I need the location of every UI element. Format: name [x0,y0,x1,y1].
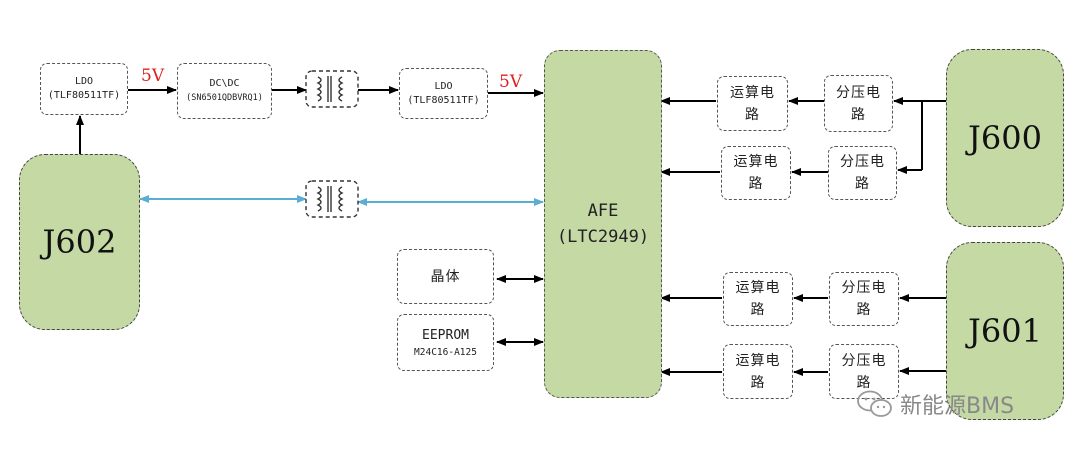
divider-label: 路 [851,106,866,123]
dcdc-block: DC\DC (SN6501QDBVRQ1) [177,63,272,119]
ldo-label: LDO [434,80,453,92]
divider-label: 分压电 [840,154,885,170]
opamp-label: 路 [750,302,766,318]
opamp-block: 运算电 路 [723,272,793,326]
divider-label: 路 [856,374,872,391]
opamp-label: 路 [750,374,766,391]
dcdc-label: DC\DC [209,78,240,89]
eeprom-part-number: M24C16-A125 [414,346,477,358]
watermark: 新能源BMS [856,388,1014,420]
divider-label: 分压电 [841,280,887,296]
opamp-label: 运算电 [730,84,775,101]
ldo-label: LDO [74,76,94,87]
watermark-text: 新能源BMS [900,394,1015,419]
connector-j602: J602 [19,154,140,330]
opamp-label: 运算电 [735,352,781,369]
wechat-icon [857,390,892,417]
divider-block: 分压电 路 [829,344,899,399]
divider-label: 路 [856,302,872,318]
divider-block: 分压电 路 [824,75,893,132]
opamp-label: 运算电 [735,280,781,296]
eeprom-block: EEPROM M24C16-A125 [397,314,494,371]
connector-label: J600 [968,119,1042,157]
connector-label: J601 [968,312,1042,350]
afe-part-number: (LTC2949) [556,227,650,247]
transformer-icon [305,180,359,218]
afe-block: AFE (LTC2949) [544,50,662,398]
ldo-part-number: (TLF80511TF) [47,90,121,101]
dcdc-part-number: (SN6501QDBVRQ1) [186,93,263,103]
voltage-label: 5V [499,72,523,92]
transformer-icon [305,70,359,108]
voltage-label: 5V [141,66,165,86]
divider-label: 分压电 [836,84,881,101]
eeprom-label: EEPROM [422,327,469,343]
divider-label: 分压电 [841,352,887,369]
opamp-block: 运算电 路 [723,344,793,399]
opamp-label: 路 [745,106,760,123]
crystal-block: 晶体 [397,249,494,304]
ldo-block: LDO (TLF80511TF) [399,68,488,119]
crystal-label: 晶体 [430,268,461,285]
connector-j600: J600 [946,49,1064,227]
opamp-label: 运算电 [733,154,779,170]
connector-j601: J601 [946,242,1064,420]
opamp-label: 路 [748,176,764,192]
opamp-block: 运算电 路 [717,76,788,131]
divider-block: 分压电 路 [828,146,897,200]
opamp-block: 运算电 路 [721,146,791,200]
divider-block: 分压电 路 [829,272,899,326]
ldo-block: LDO (TLF80511TF) [40,63,128,115]
connector-label: J602 [42,223,117,261]
afe-label: AFE [587,201,619,221]
ldo-part-number: (TLF80511TF) [407,94,480,106]
divider-label: 路 [855,176,870,192]
